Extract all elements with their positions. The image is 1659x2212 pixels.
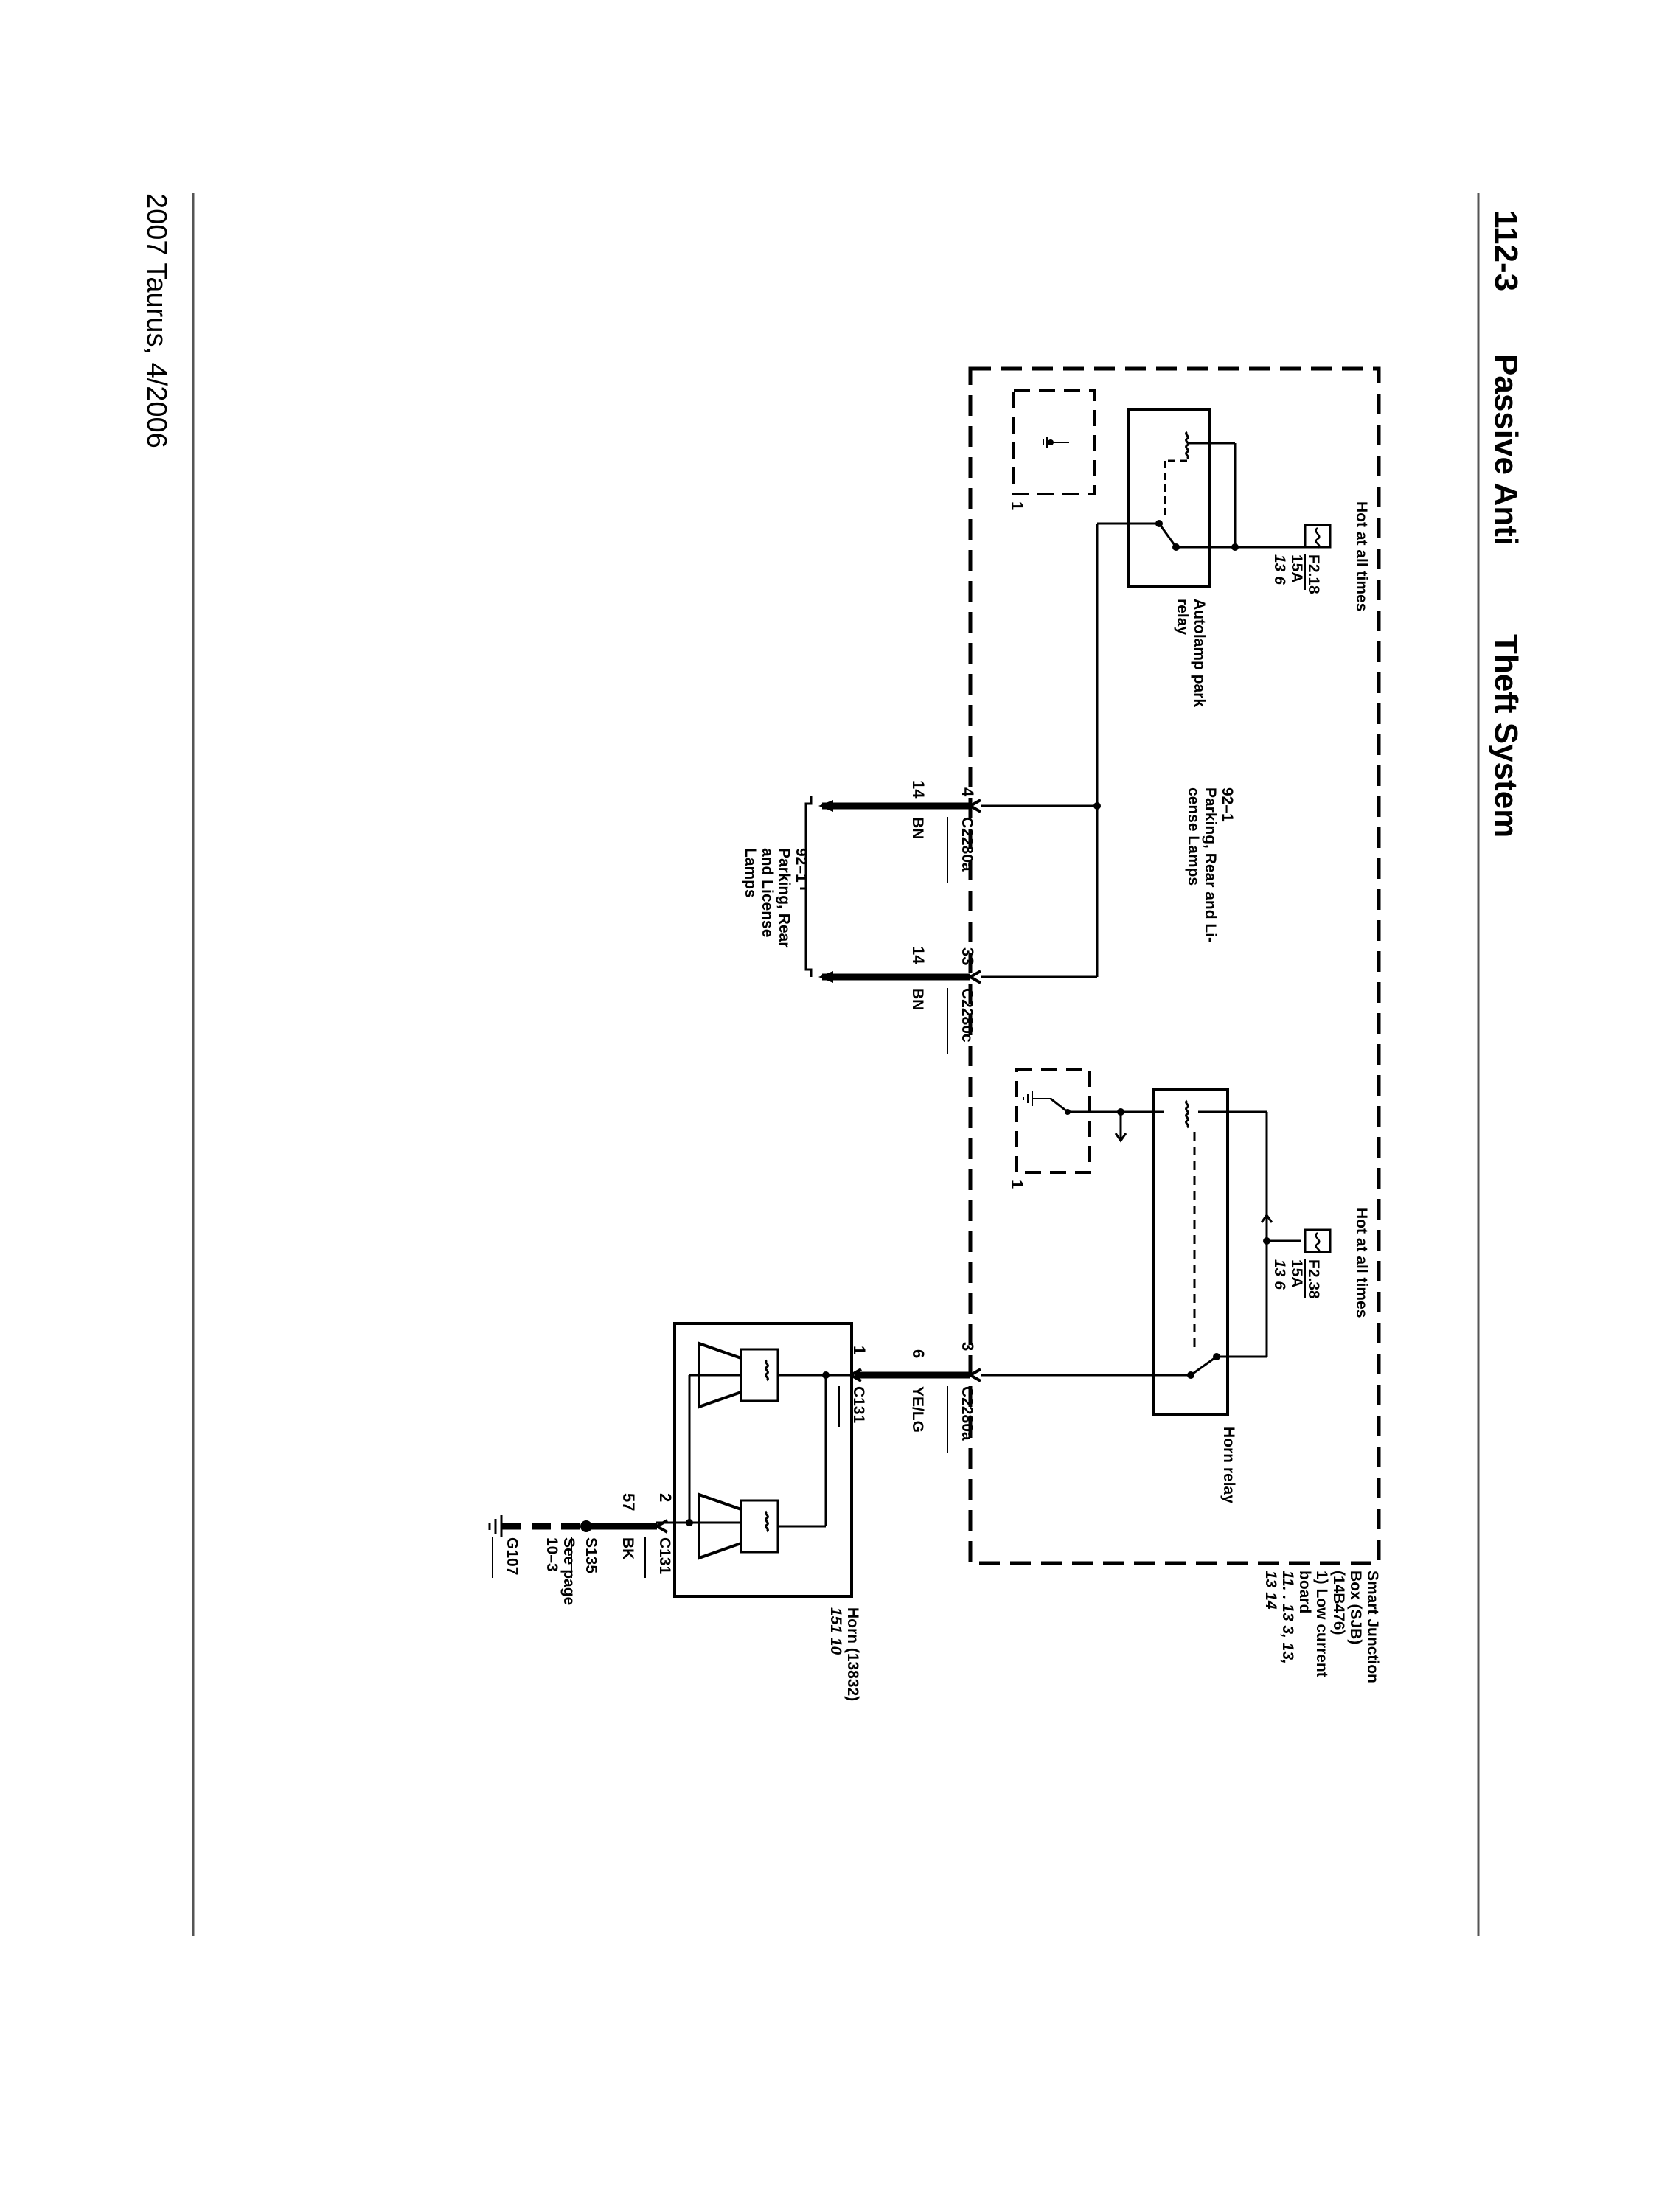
fuse-ref-left: 13 6 [1271, 554, 1288, 585]
lamps-code: 92–1 [793, 848, 810, 883]
pin-4: 4 [959, 787, 977, 797]
gauge-57: 57 [619, 1493, 638, 1511]
hot-at-all-times-label-left: Hot at all times [1353, 501, 1370, 611]
fuse-ref-right: 13 6 [1271, 1259, 1288, 1290]
connector-c131-b-label: C131 [656, 1537, 673, 1575]
hot-at-all-times-label-right: Hot at all times [1353, 1208, 1370, 1318]
autolamp-circuit: Hot at all times F2.18 15A 13 6 Autolamp… [742, 389, 1370, 1054]
connector-c131-label: C131 [850, 1386, 867, 1424]
splice-s135 [580, 1520, 592, 1532]
see-page-ref: 10–3 [543, 1537, 560, 1572]
ref-code-upper: 92–1 [1219, 787, 1236, 822]
fuse-name-left: F2.18 [1305, 554, 1322, 594]
connector-c2280a-label: C2280a [959, 817, 975, 872]
fuse-rating-left: 15A [1288, 554, 1305, 583]
fuse-name-right: F2.38 [1305, 1259, 1322, 1299]
horn-assembly [673, 1322, 853, 1598]
connector-c2280a-right-label: C2280a [959, 1386, 975, 1441]
connector-c2280c-label: C2280c [959, 988, 975, 1043]
page-title-part2: Theft System [1488, 634, 1524, 838]
splice-label: S135 [582, 1537, 599, 1573]
horn-relay [1152, 1088, 1229, 1416]
ref-line1-upper: Parking, Rear and Li- [1202, 787, 1219, 942]
svg-text:Box (SJB): Box (SJB) [1347, 1571, 1364, 1644]
pin-33: 33 [959, 947, 977, 965]
svg-text:1) Low current: 1) Low current [1313, 1571, 1330, 1677]
horn-label-line1: Horn (13832) [844, 1607, 861, 1701]
ref-line2-upper: cense Lamps [1185, 787, 1202, 886]
sjb-boundary [968, 366, 1381, 1565]
gauge-14-c: 14 [909, 946, 928, 964]
lamps-line2: and License [759, 848, 776, 937]
gauge-14-a: 14 [909, 780, 928, 799]
lamps-line3: Lamps [742, 848, 759, 898]
module-ref-right: 1 [1008, 1180, 1026, 1189]
fuse-rating-right: 15A [1288, 1259, 1305, 1288]
pin-3: 3 [959, 1342, 977, 1351]
pin-1: 1 [850, 1346, 869, 1354]
horn-relay-label: Horn relay [1220, 1427, 1237, 1503]
wire-color-bn-a: BN [909, 817, 926, 839]
sjb-label: Smart Junction Box (SJB) (14B476) 1) Low… [1262, 1571, 1381, 1683]
svg-text:(14B476): (14B476) [1330, 1571, 1347, 1635]
autolamp-park-relay [1127, 408, 1211, 588]
horn-label-line2: 151 10 [827, 1607, 844, 1655]
ground-icon [488, 1515, 503, 1537]
horn-icon [698, 1492, 779, 1560]
page-title-part1: Passive Anti [1488, 354, 1524, 546]
lamps-line1: Parking, Rear [776, 848, 793, 947]
footer-model-date: 2007 Taurus, 4/2006 [141, 193, 172, 448]
horn-circuit: Hot at all times F2.38 15A 13 6 Horn rel… [488, 1068, 1370, 1701]
pin-2: 2 [656, 1493, 675, 1502]
gauge-6: 6 [909, 1349, 928, 1358]
svg-text:board: board [1296, 1571, 1313, 1613]
page-number: 112-3 [1488, 210, 1524, 291]
low-current-module-right [1015, 1068, 1091, 1174]
wire-color-ye-lg: YE/LG [909, 1386, 926, 1433]
see-page-label: See page [560, 1537, 577, 1605]
svg-text:Smart Junction: Smart Junction [1364, 1571, 1381, 1683]
wire-color-bn-c: BN [909, 988, 926, 1010]
relay-name-line1-left: Autolamp park [1191, 599, 1208, 707]
low-current-module-left [1012, 389, 1096, 495]
wire-color-bk: BK [619, 1537, 636, 1559]
lamps-bracket [800, 796, 813, 977]
svg-text:13 14: 13 14 [1262, 1571, 1279, 1610]
ground-label: G107 [504, 1537, 521, 1575]
relay-name-line2-left: relay [1174, 599, 1191, 635]
svg-text:11. . 13 3, 13,: 11. . 13 3, 13, [1279, 1571, 1296, 1664]
module-ref-left: 1 [1008, 501, 1026, 510]
